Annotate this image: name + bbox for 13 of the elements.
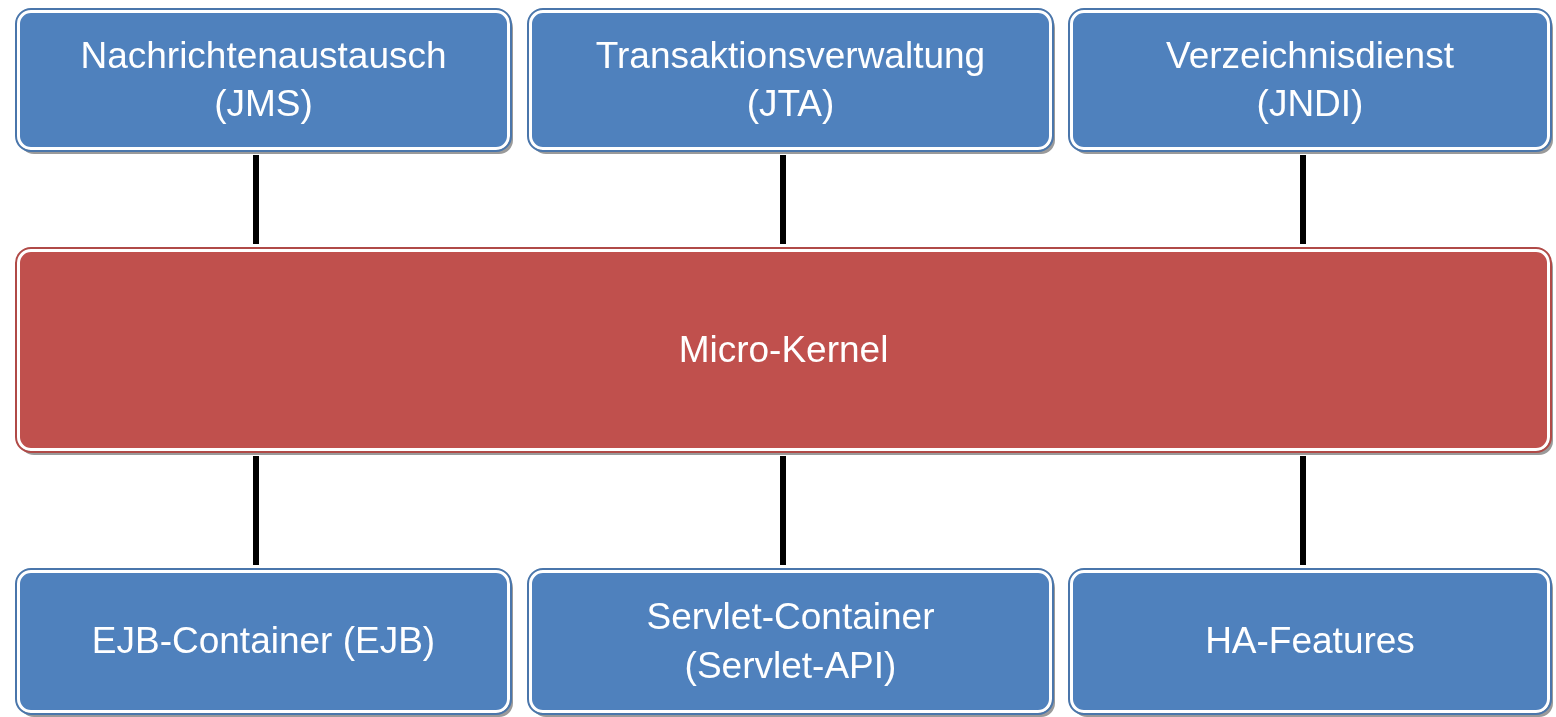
box-label: Nachrichtenaustausch (JMS) (79, 33, 448, 126)
connector-line (780, 456, 786, 565)
box-label: Verzeichnisdienst (JNDI) (1165, 33, 1455, 126)
box-label: Servlet-Container (Servlet-API) (645, 595, 936, 688)
box-label: Micro-Kernel (678, 327, 889, 372)
connector-line (1300, 155, 1306, 244)
connector-line (253, 155, 259, 244)
connector-line (1300, 456, 1306, 565)
box-label: EJB-Container (EJB) (91, 619, 436, 664)
box-label: Transaktionsverwaltung (JTA) (594, 33, 987, 126)
box-label: HA-Features (1205, 619, 1415, 664)
connector-line (253, 456, 259, 565)
connector-line (780, 155, 786, 244)
